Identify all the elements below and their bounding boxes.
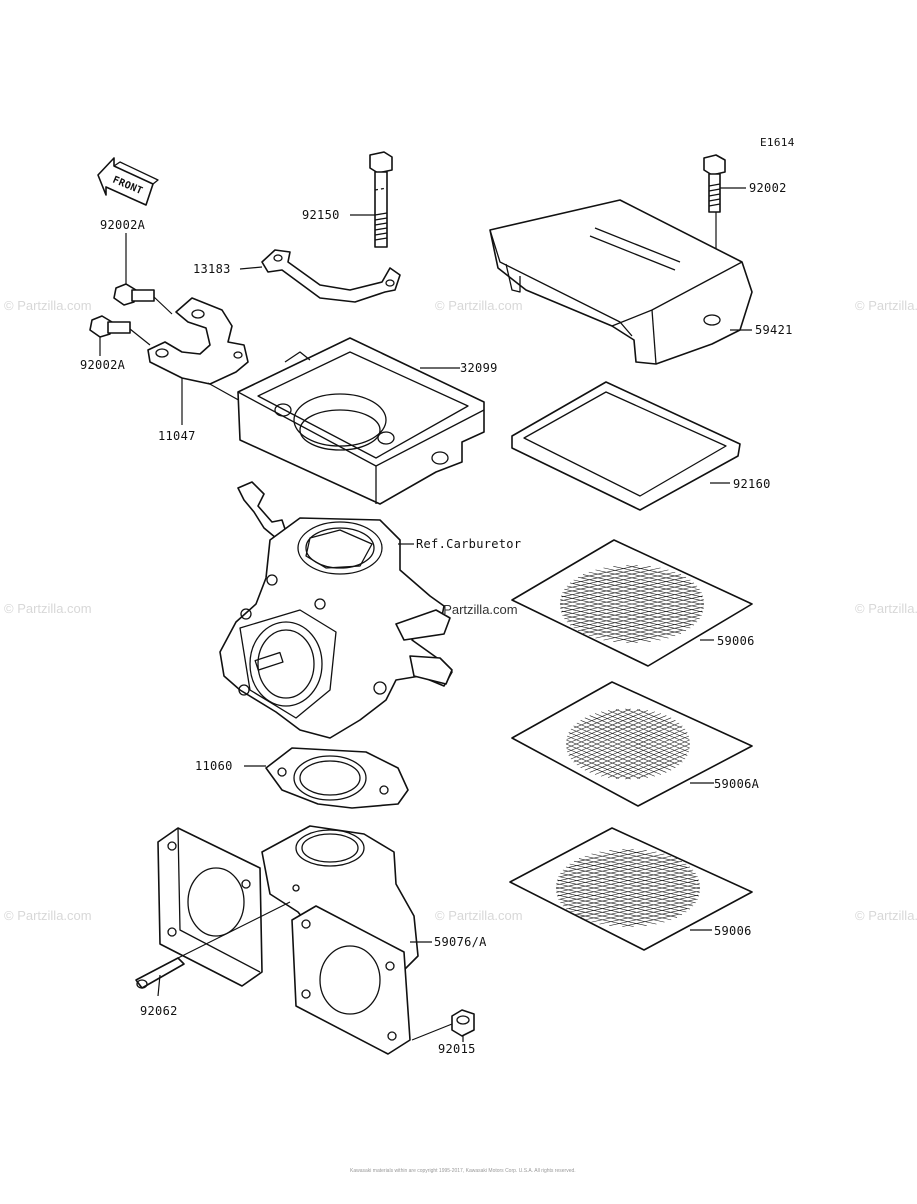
manifold-59076 — [157, 825, 432, 1055]
bolt-92150 — [350, 151, 393, 248]
label-92062: 92062 — [140, 1004, 178, 1018]
watermark: © Partzilla.com — [4, 908, 92, 923]
carburetor — [219, 481, 453, 739]
bracket-11047 — [147, 297, 261, 425]
label-13183: 13183 — [193, 262, 231, 276]
label-59006A: 59006A — [714, 777, 760, 791]
label-11047: 11047 — [158, 429, 196, 443]
label-59421: 59421 — [755, 323, 793, 337]
label-92002A-top: 92002A — [100, 218, 146, 232]
label-92150: 92150 — [302, 208, 340, 222]
label-11060: 11060 — [195, 759, 233, 773]
label-59076: 59076/A — [434, 935, 487, 949]
screw-92002A-top — [113, 233, 173, 315]
stud-92062 — [135, 901, 291, 997]
screw-92002A-bottom — [89, 315, 151, 356]
airbox-32099 — [237, 337, 485, 505]
watermark: © Partzilla.com — [4, 601, 92, 616]
label-92002: 92002 — [749, 181, 787, 195]
front-arrow-icon: FRONT — [97, 157, 159, 206]
label-92160: 92160 — [733, 477, 771, 491]
label-ref-carburetor: Ref.Carburetor — [416, 537, 521, 551]
watermark: © Partzilla.com — [855, 908, 917, 923]
gasket-11060 — [244, 747, 409, 809]
watermark: © Partzilla.com — [435, 908, 523, 923]
diagram-code: E1614 — [760, 136, 795, 149]
watermark: © Partzilla.com — [855, 601, 917, 616]
watermark: © Partzilla.com — [855, 298, 917, 313]
watermarks: © Partzilla.com © Partzilla.com © Partzi… — [4, 298, 917, 923]
cover-59421 — [489, 199, 753, 365]
copyright-footer: Kawasaki materials within are copyright … — [350, 1168, 576, 1174]
watermark-center: © Partzilla.com — [430, 602, 518, 617]
strap-13183 — [239, 249, 401, 303]
label-92015: 92015 — [438, 1042, 476, 1056]
label-59006-bottom: 59006 — [714, 924, 752, 938]
nut-92015 — [411, 1009, 475, 1042]
label-32099: 32099 — [460, 361, 498, 375]
mesh-filter-59006A — [511, 681, 753, 807]
watermark: © Partzilla.com — [435, 298, 523, 313]
mesh-filter-59006-bottom — [509, 827, 753, 951]
label-59006-top: 59006 — [717, 634, 755, 648]
gasket-92160 — [511, 381, 741, 511]
watermark: © Partzilla.com — [4, 298, 92, 313]
mesh-filter-59006-top — [511, 539, 753, 667]
label-92002A-bottom: 92002A — [80, 358, 126, 372]
